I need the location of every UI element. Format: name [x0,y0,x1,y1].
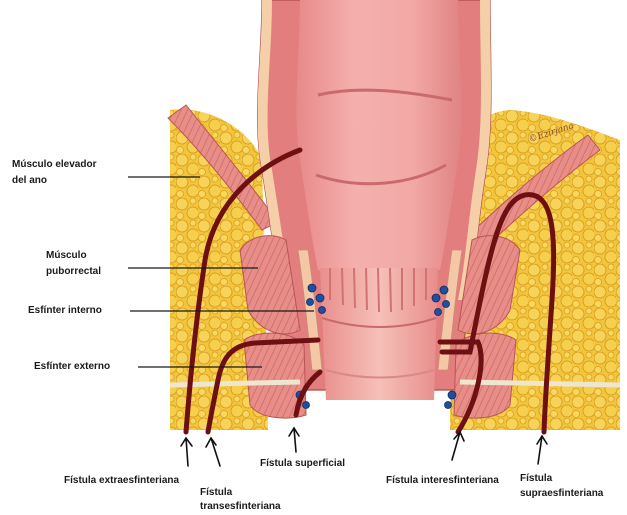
arrow-suprasphincteric [537,436,547,464]
label-puborectalis-line2: puborrectal [46,265,101,279]
arrow-superficial [289,428,299,452]
label-internal-sphincter: Esfínter interno [28,304,102,318]
arrow-extrasphincteric [181,438,192,466]
label-external-sphincter: Esfínter externo [34,360,110,374]
label-fistula-suprasphincteric-line1: Fístula [520,472,552,486]
rectal-lumen [296,0,461,270]
arrow-transsphincteric [206,438,220,466]
label-puborectalis-line1: Músculo [46,249,87,263]
label-levator-line2: del ano [12,174,47,188]
label-fistula-suprasphincteric-line2: supraesfinteriana [520,487,603,501]
external-sphincter-right [454,333,516,418]
label-fistula-extrasphincteric: Fístula extraesfinteriana [64,474,179,488]
arrow-intersphincteric [452,432,464,460]
label-fistula-superficial: Fístula superficial [260,457,345,471]
label-fistula-transsphincteric-line2: transesfinteriana [200,500,281,514]
label-fistula-intersphincteric: Fístula interesfinteriana [386,474,499,488]
label-fistula-transsphincteric-line1: Fístula [200,486,232,500]
label-levator-line1: Músculo elevador [12,158,96,172]
